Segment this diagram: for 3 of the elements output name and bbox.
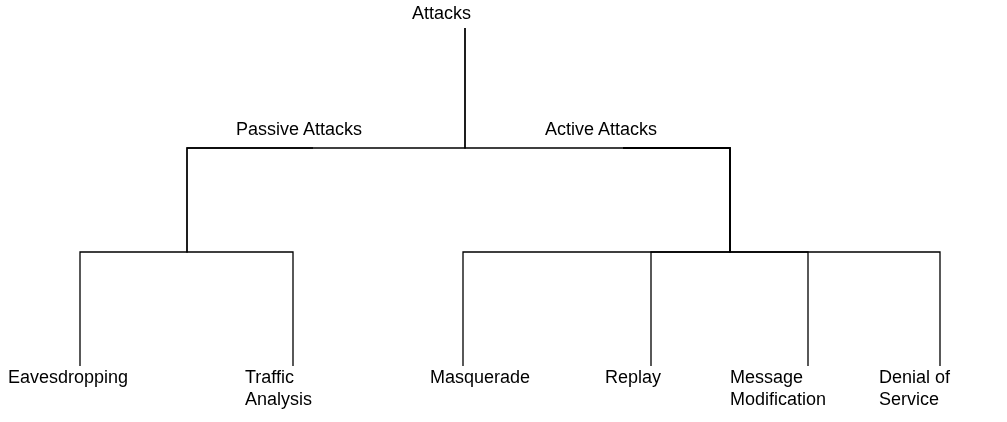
- connector-line: [464, 27, 624, 149]
- connector-line: [186, 147, 314, 367]
- connector-line: [622, 147, 941, 367]
